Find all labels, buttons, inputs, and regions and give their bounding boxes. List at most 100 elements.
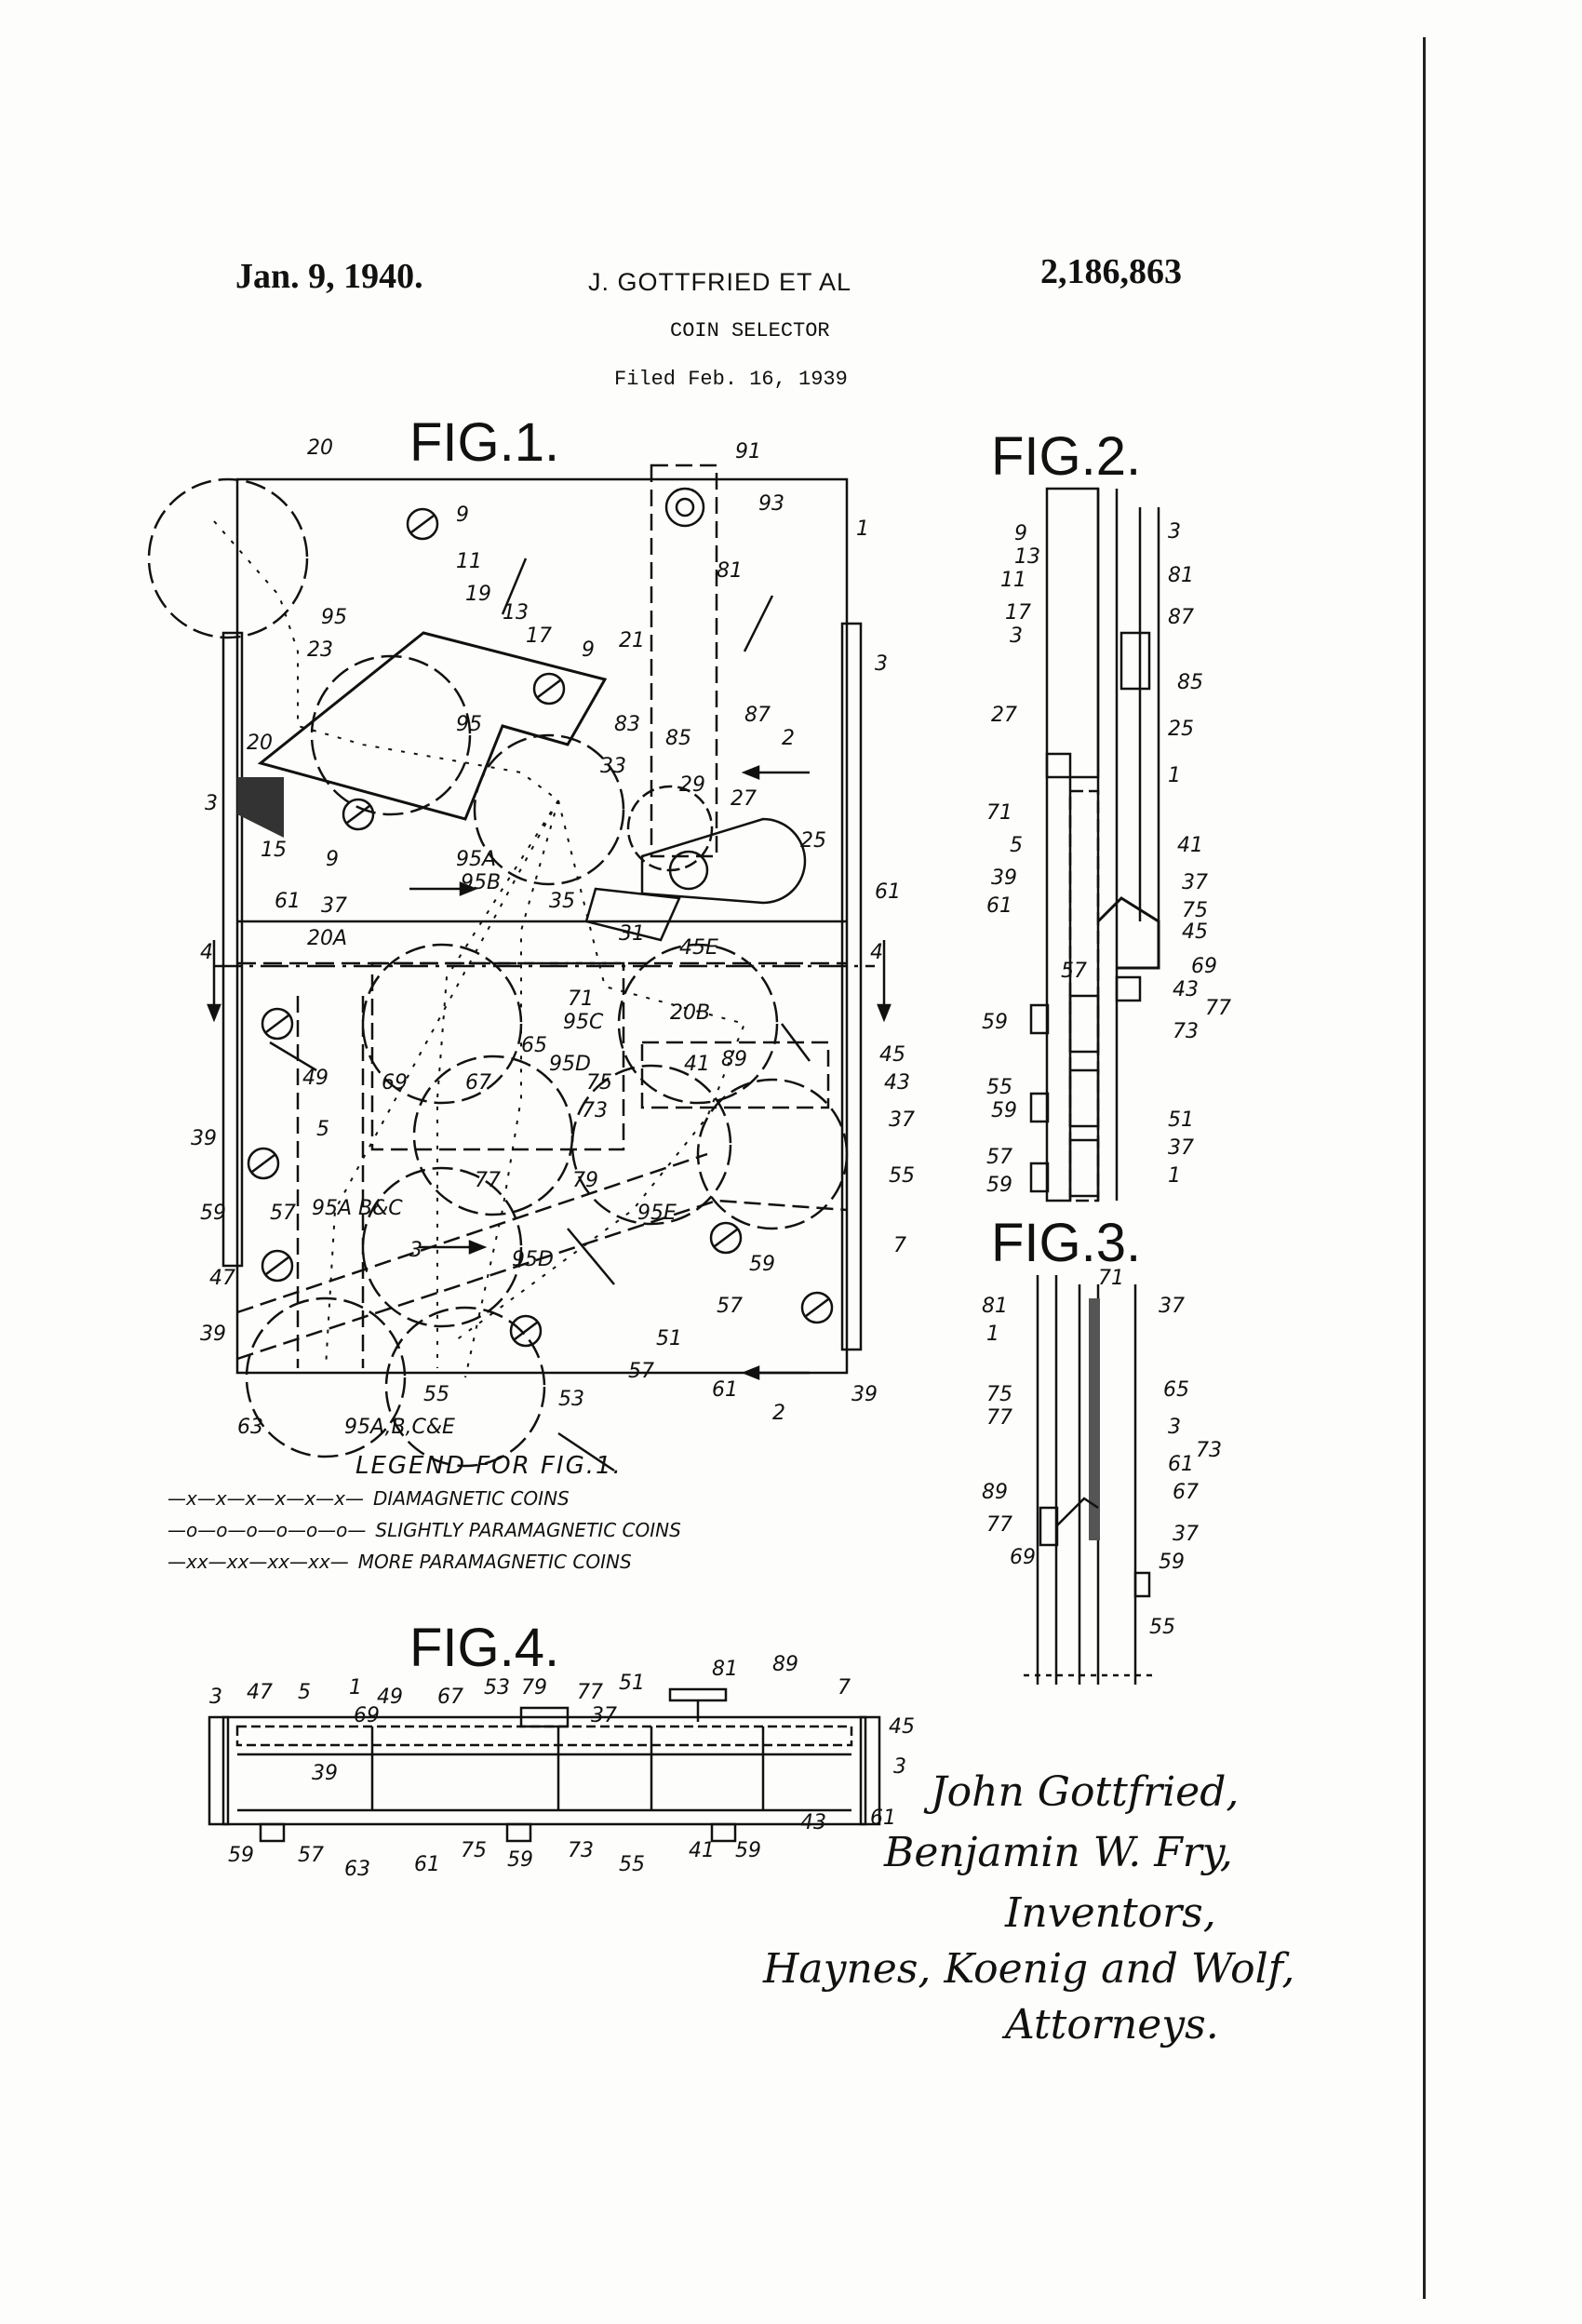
fig1-label: 85 xyxy=(665,727,691,750)
fig3-label: 1 xyxy=(986,1323,999,1346)
fig3-title: FIG.3. xyxy=(991,1213,1141,1273)
fig4-label: 43 xyxy=(800,1811,826,1834)
legend-item-diamagnetic: —x—x—x—x—x—x— DIAMAGNETIC COINS xyxy=(168,1487,570,1510)
fig4-label: 7 xyxy=(838,1676,851,1699)
legend-item-slightly-paramagnetic: —o—o—o—o—o—o— SLIGHTLY PARAMAGNETIC COIN… xyxy=(168,1519,681,1541)
fig1-label: 7 xyxy=(893,1234,906,1257)
fig1-label: 81 xyxy=(717,559,743,583)
fig2-label: 25 xyxy=(1168,718,1194,741)
fig1-label: 2 xyxy=(782,727,795,750)
fig1-label: 20 xyxy=(247,732,273,755)
fig2-label: 81 xyxy=(1168,564,1194,587)
fig1-label: 20 xyxy=(307,437,333,460)
fig1-label: 29 xyxy=(679,773,705,797)
fig1-label: 51 xyxy=(656,1327,682,1350)
fig2-label: 3 xyxy=(1168,520,1181,544)
fig1-label: 2 xyxy=(772,1402,785,1425)
fig1-label: 95C xyxy=(563,1011,604,1034)
fig1-label: 47 xyxy=(209,1267,235,1290)
fig2-label: 43 xyxy=(1173,978,1199,1001)
fig4-label: 55 xyxy=(619,1853,645,1876)
fig3-label: 69 xyxy=(1010,1546,1036,1569)
fig4-label: 53 xyxy=(484,1676,510,1699)
signature-attorneys: Haynes, Koenig and Wolf, xyxy=(763,1945,1295,1993)
legend-marker: —x—x—x—x—x—x— xyxy=(168,1487,365,1510)
fig1-label: 37 xyxy=(889,1108,915,1132)
fig4-label: 1 xyxy=(349,1676,362,1699)
fig1-label: 67 xyxy=(465,1071,491,1095)
fig1-label: 41 xyxy=(684,1053,710,1076)
fig1-label: 95A B&C xyxy=(312,1197,403,1220)
fig4-label: 75 xyxy=(461,1839,487,1862)
fig1-label: 95B xyxy=(461,871,501,894)
fig1-label: 4 xyxy=(870,941,883,964)
fig1-label: 95D xyxy=(549,1053,591,1076)
signature-inventor-2: Benjamin W. Fry, xyxy=(884,1829,1233,1876)
fig2-label: 39 xyxy=(991,866,1017,890)
patent-number: 2,186,863 xyxy=(1040,252,1182,291)
fig2-label: 61 xyxy=(986,894,1012,918)
fig2-label: 11 xyxy=(1000,569,1026,592)
fig4-label: 41 xyxy=(689,1839,715,1862)
fig2-label: 9 xyxy=(1014,522,1027,545)
fig2-label: 37 xyxy=(1182,871,1208,894)
fig2-label: 77 xyxy=(1205,997,1231,1020)
fig3-reference-numerals: 71 81 37 1 75 65 77 3 73 61 89 67 77 37 … xyxy=(982,1267,1222,1639)
fig1-label: 25 xyxy=(800,829,826,853)
inventor-name: J. GOTTFRIED ET AL xyxy=(588,268,852,296)
fig3-label: 55 xyxy=(1149,1616,1175,1639)
fig1-label: 59 xyxy=(200,1202,226,1225)
filing-date: Filed Feb. 16, 1939 xyxy=(614,368,848,391)
fig4-title: FIG.4. xyxy=(409,1618,559,1678)
fig4-label: 69 xyxy=(354,1704,380,1727)
fig2-label: 37 xyxy=(1168,1136,1194,1160)
sheet-border xyxy=(1423,37,1426,2299)
fig1-label: 55 xyxy=(889,1164,915,1188)
fig4-drawing: FIG.4. xyxy=(208,1618,881,1843)
fig1-label: 77 xyxy=(475,1169,501,1192)
fig1-wing-nut xyxy=(664,487,705,528)
fig1-chute xyxy=(257,631,608,821)
patent-date: Jan. 9, 1940. xyxy=(235,257,423,296)
legend-title: LEGEND FOR FIG.1. xyxy=(355,1452,623,1480)
legend-label: DIAMAGNETIC COINS xyxy=(373,1487,570,1510)
legend-label: SLIGHTLY PARAMAGNETIC COINS xyxy=(375,1519,681,1541)
fig1-label: 3 xyxy=(409,1239,422,1262)
fig4-label: 79 xyxy=(521,1676,547,1699)
fig4-label: 89 xyxy=(772,1653,798,1676)
fig2-label: 5 xyxy=(1010,834,1023,857)
fig2-label: 57 xyxy=(986,1146,1012,1169)
fig1-label: 69 xyxy=(382,1071,408,1095)
fig1-label: 57 xyxy=(717,1295,743,1318)
fig1-label: 9 xyxy=(326,848,339,871)
fig3-label: 75 xyxy=(986,1383,1012,1406)
fig3-label: 37 xyxy=(1173,1523,1199,1546)
fig4-label: 59 xyxy=(507,1848,533,1872)
fig1-label: 31 xyxy=(619,922,645,946)
fig1-label: 20B xyxy=(670,1001,710,1025)
fig2-label: 27 xyxy=(991,704,1017,727)
fig2-label: 75 xyxy=(1182,899,1208,922)
fig2-label: 55 xyxy=(986,1076,1012,1099)
fig1-right-rail xyxy=(840,622,863,1351)
fig1-label: 57 xyxy=(628,1360,654,1383)
fig1-label: 79 xyxy=(572,1169,598,1192)
legend-label: MORE PARAMAGNETIC COINS xyxy=(357,1551,632,1573)
fig1-label: 9 xyxy=(582,638,595,662)
fig2-label: 85 xyxy=(1177,671,1203,694)
fig1-drawing: FIG.1. xyxy=(147,412,892,1472)
fig2-label: 13 xyxy=(1014,545,1040,569)
fig2-label: 1 xyxy=(1168,1164,1181,1188)
fig1-left-rail xyxy=(221,631,244,1268)
fig2-label: 17 xyxy=(1005,601,1031,625)
fig4-label: 59 xyxy=(228,1844,254,1867)
fig1-reference-numerals: 20 9 11 19 95 23 13 17 9 21 1 91 93 81 3… xyxy=(191,437,915,1439)
fig1-label: 95 xyxy=(321,606,347,629)
fig1-label: 11 xyxy=(456,550,482,573)
fig1-label: 3 xyxy=(205,792,218,815)
fig1-label: 89 xyxy=(721,1048,747,1071)
fig4-reference-numerals: 3 47 5 1 49 67 53 79 77 51 81 89 7 45 69… xyxy=(209,1653,915,1881)
patent-title: COIN SELECTOR xyxy=(670,319,830,343)
